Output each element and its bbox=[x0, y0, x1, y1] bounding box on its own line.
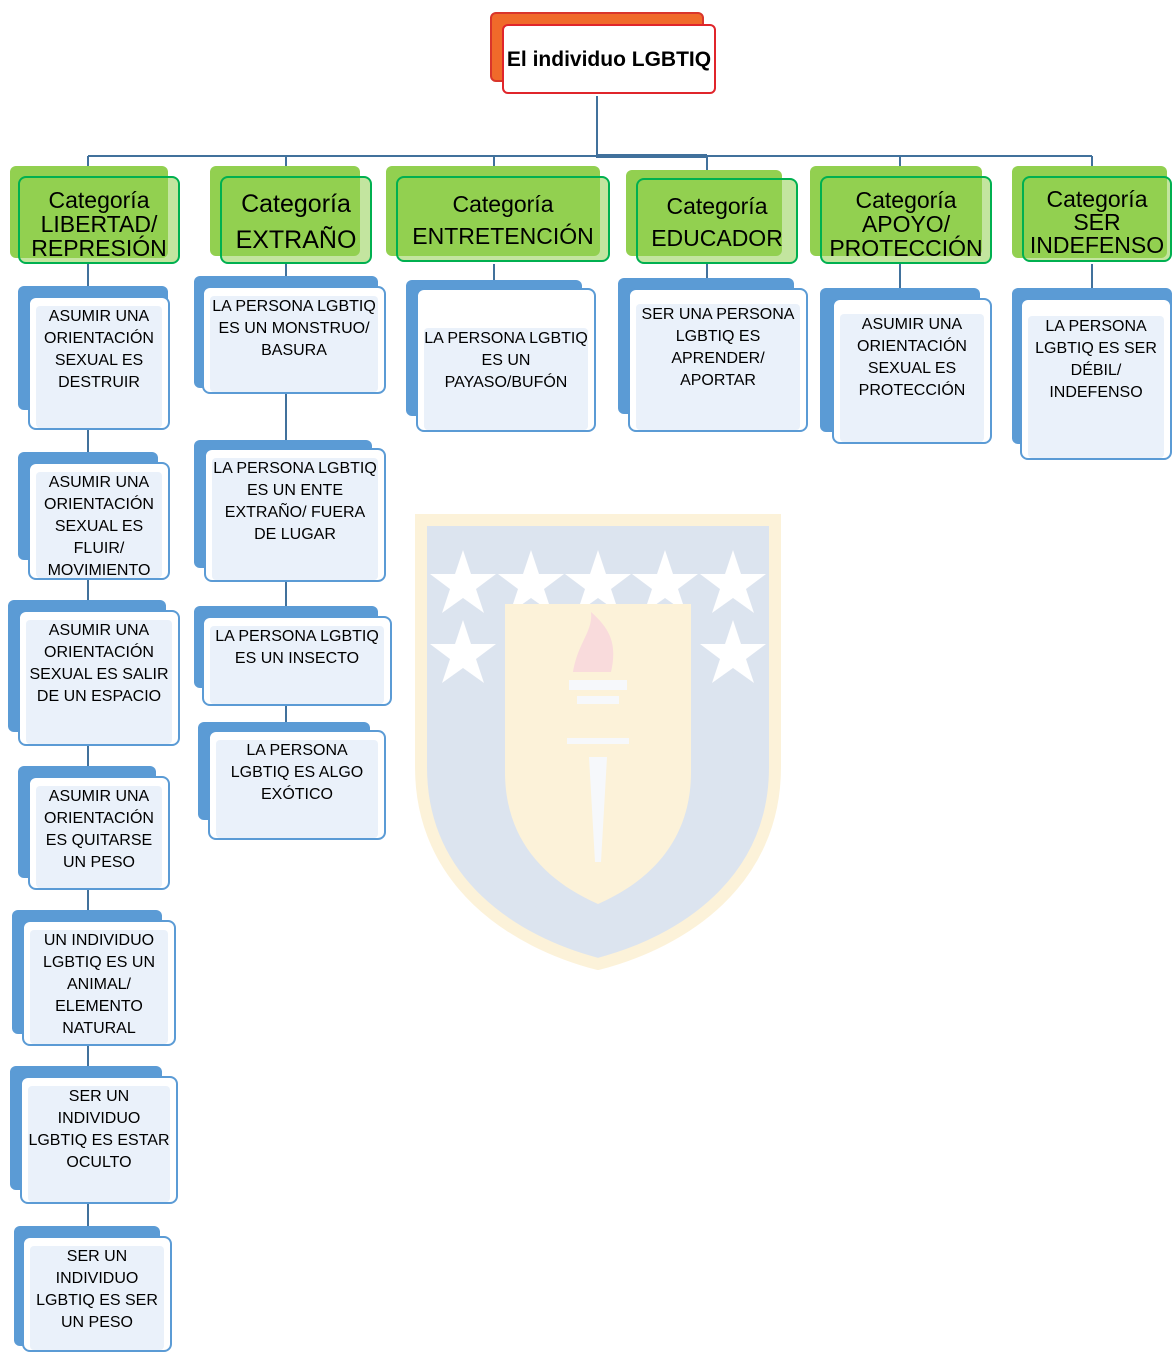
category-label: Categoría SER INDEFENSO bbox=[1022, 176, 1172, 262]
item-label: Ser una persona LGBTIQ es aprender/ apor… bbox=[636, 304, 800, 430]
item-label: La persona LGBTIQ es ser débil/ indefens… bbox=[1028, 316, 1164, 458]
item-label: Asumir una orientación es quitarse un pe… bbox=[36, 786, 162, 888]
root-node-label: El individuo LGBTIQ bbox=[502, 24, 716, 94]
category-label: Categoría EXTRAÑO bbox=[220, 176, 372, 264]
item-label: Ser un individuo LGBTIQ es ser un peso bbox=[30, 1246, 164, 1350]
category-label: Categoría LIBERTAD/ REPRESIÓN bbox=[18, 176, 180, 264]
item-label: La persona LGBTIQ es un ente extraño/ fu… bbox=[212, 458, 378, 580]
university-shield-emblem-icon bbox=[415, 514, 781, 970]
category-label: Categoría EDUCADOR bbox=[636, 178, 798, 264]
item-label: Ser un individuo LGBTIQ es estar oculto bbox=[28, 1086, 170, 1202]
item-label: La persona LGBTIQ es un monstruo/ basura bbox=[210, 296, 378, 392]
item-label: Asumir una orientación sexual es salir d… bbox=[26, 620, 172, 744]
item-label: Asumir una orientación sexual es fluir/ … bbox=[36, 472, 162, 578]
item-label: La persona LGBTIQ es un insecto bbox=[210, 626, 384, 704]
category-label: Categoría ENTRETENCIÓN bbox=[396, 176, 610, 262]
item-label: La persona LGBTIQ es algo exótico bbox=[216, 740, 378, 838]
category-label: Categoría APOYO/ PROTECCIÓN bbox=[820, 176, 992, 264]
item-label: Asumir una orientación sexual es protecc… bbox=[840, 314, 984, 442]
root-node: El individuo LGBTIQ bbox=[490, 12, 716, 96]
item-label: La persona LGBTIQ es un payaso/bufón bbox=[424, 328, 588, 430]
item-label: Asumir una orientación sexual es destrui… bbox=[36, 306, 162, 428]
item-label: Un individuo LGBTIQ es un animal/ elemen… bbox=[30, 930, 168, 1044]
